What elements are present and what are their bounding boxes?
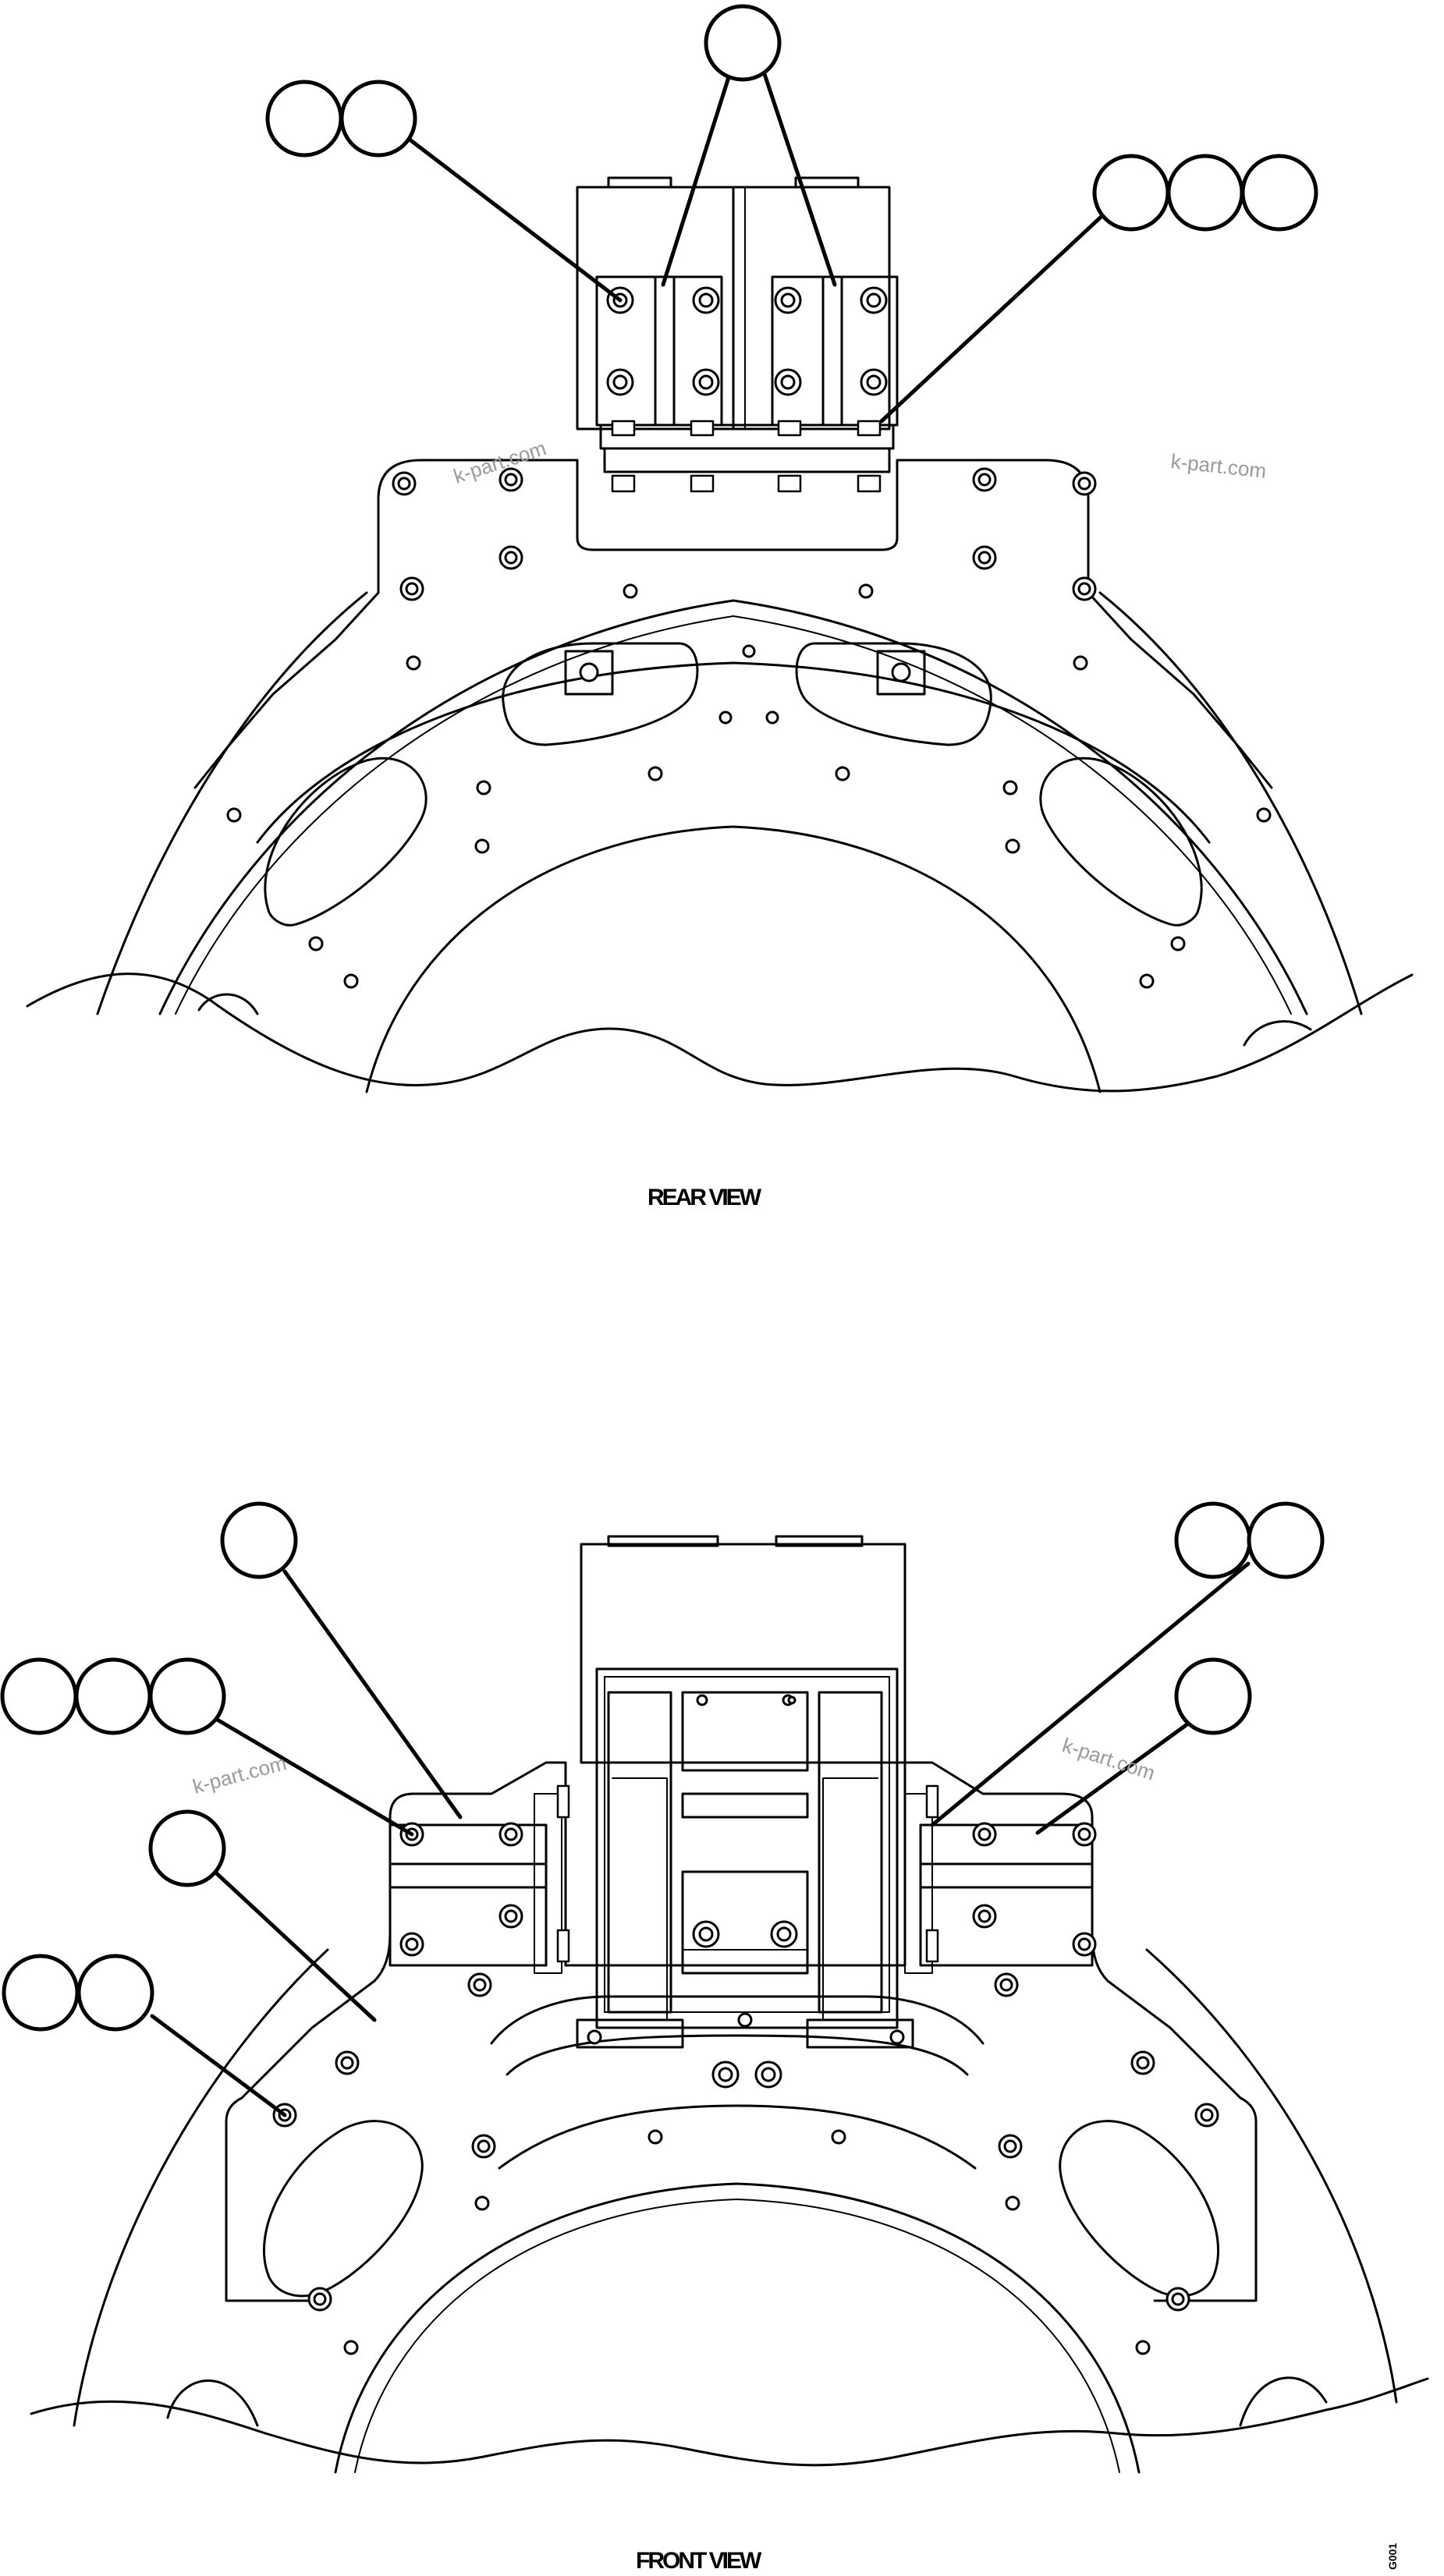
front-bracket-frame-inner	[604, 1676, 890, 2013]
front-balloon-4a	[2, 1954, 80, 2032]
watermark-front-left: k-part.com	[190, 1751, 289, 1798]
front-bracket-top-tab-right	[775, 1535, 864, 1547]
front-side-plate-right-band	[904, 1793, 933, 1974]
front-bracket-frame	[595, 1667, 899, 2029]
front-bracket-center-lower	[681, 1870, 809, 1975]
front-flywheel-arc-1	[498, 2104, 977, 2170]
front-housing-outer-arc	[73, 1948, 329, 2427]
front-balloon-2b	[74, 1657, 152, 1735]
rear-leader-2b	[758, 60, 837, 287]
rear-edge-cutout-right	[1243, 1020, 1312, 1047]
front-leader-5	[930, 1561, 1251, 1827]
rear-slot-block-right	[876, 650, 926, 696]
front-leader-6	[1035, 1717, 1196, 1835]
front-balloon-4b	[76, 1954, 154, 2032]
rear-flywheel-arc-1	[158, 599, 1308, 1015]
rear-inner-bore	[365, 825, 1102, 1093]
front-bracket-top	[580, 1543, 906, 1764]
rear-callouts	[265, 4, 1318, 232]
rear-base-bolts	[611, 420, 882, 493]
front-bracket-center-panel	[681, 1691, 809, 1772]
rear-break-line	[26, 973, 1414, 1093]
front-inner-bore	[334, 2182, 1141, 2474]
rear-balloon-2	[704, 4, 782, 82]
rear-edge-cutout-left	[197, 993, 259, 1015]
front-balloon-3	[148, 1809, 226, 1887]
rear-upper-slot-right	[795, 642, 992, 746]
front-bracket-center-rung	[681, 1792, 809, 1819]
front-housing-outer-arc-right	[1145, 1948, 1398, 2404]
rear-balloon-1b	[339, 80, 417, 158]
front-flywheel-arc-3	[506, 2034, 969, 2076]
rear-leader-1	[403, 134, 623, 303]
rear-bracket-top-tab-right	[794, 176, 860, 189]
front-leader-3	[208, 1866, 377, 2022]
front-balloon-2c	[148, 1657, 226, 1735]
front-side-plate-right	[919, 1823, 1094, 1967]
front-bracket-column-right	[818, 1691, 883, 2014]
front-leader-2	[208, 1713, 414, 1837]
rear-housing-outer-arc	[96, 591, 368, 1015]
front-bracket-foot-right	[806, 2018, 914, 2049]
watermark-rear-right: k-part.com	[1169, 449, 1267, 483]
front-break-line	[30, 2377, 1429, 2467]
front-balloon-5b	[1247, 1501, 1325, 1579]
rear-balloon-3b	[1166, 154, 1244, 232]
rear-view-label: REAR VIEW	[647, 1185, 762, 1210]
front-bracket-foot-left	[576, 2018, 684, 2049]
front-leader-1	[282, 1569, 463, 1819]
front-bracket-top-tab-left	[607, 1535, 719, 1547]
front-side-plate-left	[388, 1823, 548, 1967]
front-bracket-column-left-detail	[612, 1777, 668, 2021]
rear-slot-bolt-left	[579, 662, 599, 682]
front-edge-cutout-right	[1239, 2376, 1328, 2427]
front-leader-4	[150, 2014, 287, 2117]
front-side-plate-left-band	[534, 1793, 562, 1974]
rear-housing-outer-arc-right	[1098, 591, 1363, 1015]
rear-leader-2a	[661, 60, 736, 287]
front-view-label: FRONT VIEW	[636, 2548, 762, 2574]
rear-rib-right	[821, 275, 843, 427]
rear-slot-block-left	[564, 650, 614, 696]
front-inner-bore-2	[354, 2199, 1120, 2473]
front-balloon-6	[1174, 1657, 1252, 1735]
front-balloon-5a	[1174, 1501, 1252, 1579]
rear-housing-holes	[226, 467, 1272, 989]
rear-flywheel-arc-3	[256, 661, 1211, 844]
front-view: k-part.com k-part.com FRONT VIEW G001	[0, 1501, 1429, 2574]
rear-balloon-3c	[1240, 154, 1318, 232]
front-housing-holes	[272, 1822, 1219, 2355]
rear-balloon-3a	[1092, 154, 1170, 232]
front-edge-cutout-left	[166, 2379, 259, 2427]
front-balloon-1	[220, 1501, 298, 1579]
front-bracket-column-right-detail	[822, 1777, 878, 2021]
rear-leader-3	[879, 208, 1110, 423]
front-balloon-2a	[0, 1657, 78, 1735]
rear-view: k-part.com k-part.com REAR VIEW	[26, 4, 1414, 1210]
front-bracket-column-left	[607, 1691, 672, 2014]
rear-base-bar-lower	[603, 447, 891, 473]
front-side-plate-left-bar	[388, 1862, 548, 1889]
rear-upper-slot-left	[502, 642, 699, 746]
front-slot-right	[1059, 2120, 1220, 2298]
rear-balloon-1a	[265, 80, 343, 158]
front-callouts	[0, 1501, 1325, 2032]
rear-slot-left	[264, 757, 428, 927]
front-slot-left	[262, 2120, 424, 2298]
front-bracket-bolts	[556, 1694, 939, 2089]
rear-housing-plate-left	[193, 498, 380, 789]
rear-plate-bolts	[606, 286, 888, 396]
rear-housing-plate	[377, 459, 1273, 789]
watermark-front-right: k-part.com	[1059, 1733, 1158, 1784]
front-housing-plate	[225, 1761, 1258, 2302]
figure-number: G001	[1386, 2543, 1399, 2570]
rear-slot-bolt-right	[891, 662, 911, 682]
front-side-plate-right-bar	[919, 1862, 1094, 1889]
rear-bracket-top-tab-left	[607, 176, 672, 189]
rear-slot-right	[1039, 757, 1203, 927]
rear-rib-left	[654, 275, 676, 427]
rear-flywheel-arc-2	[175, 615, 1292, 1015]
